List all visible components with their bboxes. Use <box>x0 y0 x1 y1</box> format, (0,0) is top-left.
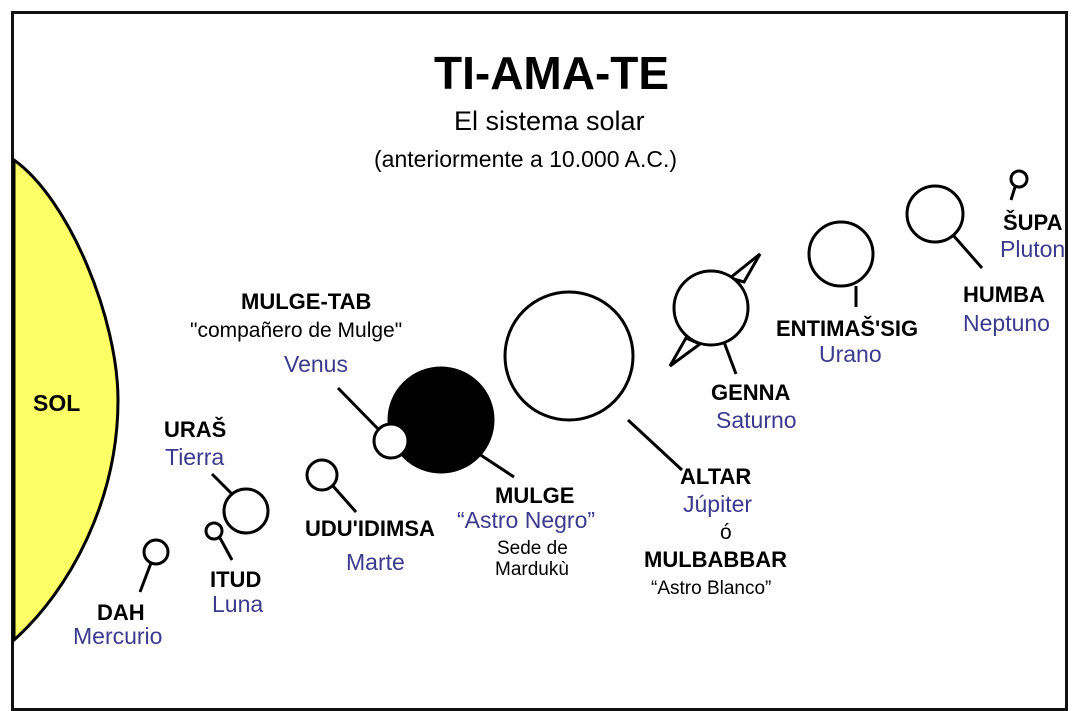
supa-modern: Pluton <box>1000 236 1066 262</box>
mulge-name: MULGE <box>495 483 575 508</box>
sun <box>12 157 120 644</box>
diagram-subtitle-date: (anteriormente a 10.000 A.C.) <box>374 146 677 172</box>
uduidimsa-modern: Marte <box>346 549 405 575</box>
solar-system-diagram <box>12 157 1029 644</box>
dah-name: DAH <box>97 600 145 625</box>
diagram-title: TI-AMA-TE <box>434 47 670 99</box>
humba-pointer <box>951 234 984 269</box>
mulbabbar-name: MULBABBAR <box>644 547 787 572</box>
genna-modern: Saturno <box>716 407 797 433</box>
uduidimsa-planet <box>305 458 339 492</box>
mulge-pointer <box>469 446 515 479</box>
altar-conjunction: ó <box>720 521 732 544</box>
entimassig-planet <box>807 220 875 288</box>
diagram-subtitle: El sistema solar <box>454 106 645 136</box>
altar-planet <box>503 290 635 422</box>
mulge-planet <box>387 366 495 474</box>
mulgetab-name: MULGE-TAB <box>241 289 372 314</box>
dah-pointer <box>138 562 153 593</box>
humba-modern: Neptuno <box>963 310 1050 336</box>
dah-modern: Mercurio <box>73 623 163 649</box>
mulge-modern: “Astro Negro” <box>457 507 596 533</box>
mulgetab-pointer <box>336 386 383 434</box>
genna-name: GENNA <box>711 380 791 405</box>
altar-pointer <box>626 418 684 472</box>
mulge-note-2: Mardukù <box>495 559 569 580</box>
entimassig-name: ENTIMAŠ'SIG <box>776 316 919 341</box>
mulgetab-note: "compañero de Mulge" <box>190 319 403 342</box>
genna-pointer <box>722 341 738 375</box>
itud-modern: Luna <box>212 591 264 617</box>
uduidimsa-pointer <box>331 485 358 513</box>
altar-modern: Júpiter <box>683 491 753 517</box>
humba-planet <box>905 184 965 244</box>
uras-name: URAŠ <box>164 417 227 442</box>
supa-planet <box>1009 169 1029 189</box>
sun-label: SOL <box>33 390 81 416</box>
itud-name: ITUD <box>210 567 262 592</box>
genna-planet <box>672 269 750 347</box>
dah-planet <box>142 538 170 566</box>
supa-pointer <box>1009 186 1017 201</box>
mulbabbar-note: “Astro Blanco” <box>651 578 772 599</box>
itud-pointer <box>218 537 234 561</box>
altar-name: ALTAR <box>680 464 752 489</box>
uduidimsa-name: UDU'IDIMSA <box>305 516 435 541</box>
entimassig-modern: Urano <box>819 341 882 367</box>
mulge-note-1: Sede de <box>497 538 568 559</box>
mulgetab-modern: Venus <box>284 351 348 377</box>
itud-moon <box>204 521 224 541</box>
uras-pointer <box>210 472 234 496</box>
mulgetab-planet <box>372 422 410 460</box>
uras-planet <box>222 487 270 535</box>
supa-name: ŠUPA <box>1003 210 1063 235</box>
uras-modern: Tierra <box>165 444 225 470</box>
humba-name: HUMBA <box>963 282 1045 307</box>
